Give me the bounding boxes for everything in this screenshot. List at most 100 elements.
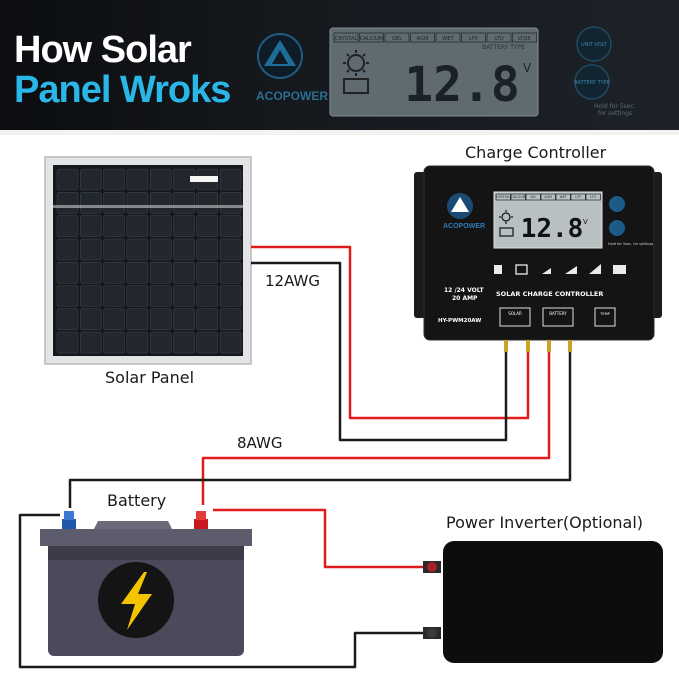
solar-cell [173,308,195,331]
solar-cell [56,238,79,261]
solar-cell [126,238,149,261]
solar-cell [149,168,172,191]
banner-lcd-reading: 12.8 [404,57,520,113]
solar-negative-wire [251,261,508,442]
banner-lcd-tag: LTO [494,36,503,42]
solar-cell [126,261,149,284]
controller-brand-text: ACOPOWER [443,223,485,230]
solar-panel [44,156,252,365]
solar-cell [80,285,102,307]
banner-battery-icon [343,78,369,94]
banner-lcd-tag: LTO5 [518,36,531,42]
banner-lcd-tag-box [486,32,512,43]
banner-hold-note-1: Hold for 5sec. [594,103,636,110]
solar-cell [80,331,102,354]
headline-line-2: Panel Wroks [14,69,231,111]
solar-cell [56,285,79,307]
solar-cell [56,331,79,354]
controller-temp-terminal-label: TEMP [599,312,609,316]
solar-cell [103,192,125,214]
solar-cell [103,168,125,191]
battery [40,511,252,656]
solar-cell [56,261,79,284]
banner-lcd-unit: V [523,61,532,75]
controller-status-icons [494,264,626,275]
solar-panel-label: Solar Panel [105,368,195,387]
controller-solar-terminal-label: SOLAR [508,311,522,316]
solar-cell [196,215,219,237]
controller-lcd-tag: CALCIUM [511,195,526,199]
solar-cell [56,215,79,237]
solar-cell [173,215,195,237]
wire-12awg-label: 12AWG [265,272,320,290]
solar-cell [56,308,79,331]
battery-negative-terminal [62,519,76,529]
controller-lcd-tag: LTO [590,195,596,199]
battery-negative-wire [68,348,572,508]
controller-lcd-tag: AGM [545,195,553,199]
controller-lcd-unit: V [583,218,588,226]
banner-type-button[interactable] [574,64,610,100]
controller-lcd-tag-box [585,193,601,201]
banner-volt-button[interactable] [576,26,612,62]
controller-lcd-tag-box [570,193,586,201]
solar-cell [219,192,242,214]
solar-cell [56,192,79,214]
inverter-positive-wire [213,508,440,569]
solar-cell [103,238,125,261]
controller-lcd-tag-box [525,193,541,201]
solar-cell [80,261,102,284]
solar-cell [196,285,219,307]
solar-cell [219,215,242,237]
banner-brand-logo [257,33,303,79]
solar-cell [126,215,149,237]
banner-lcd-tag: GEL [392,36,402,42]
controller-model: HY-PWM20AW [438,318,481,324]
banner-lcd-tag-box [410,32,435,43]
controller-lcd-tag: CRYSTAL [496,195,510,199]
solar-cell [126,308,149,331]
banner-lcd-tag-box [512,32,537,43]
banner-divider [0,130,679,135]
solar-cell [149,285,172,307]
solar-cell [103,331,125,354]
banner-lcd-tag: WET [442,36,454,42]
banner-brand-text: ACOPOWER [256,89,328,103]
solar-cell [173,285,195,307]
power-inverter-label: Power Inverter(Optional) [446,513,644,532]
controller-temp-terminal [594,307,616,327]
controller-lcd [493,191,603,249]
solar-cell [219,261,242,284]
solar-cell [219,331,242,354]
banner-lcd-tag-box [461,32,486,43]
controller-type-button[interactable] [609,220,625,236]
banner-lcd-caption: BATTERY TYPE [482,44,525,51]
wires [18,245,572,669]
solar-cell [196,261,219,284]
solar-cell [80,168,102,191]
controller-volt-button[interactable] [609,196,625,212]
solar-positive-wire [251,245,530,420]
solar-cell [219,168,242,191]
solar-cell [149,308,172,331]
banner-lcd [329,27,539,117]
solar-cell [149,215,172,237]
solar-cell [219,285,242,307]
solar-cell [149,261,172,284]
battery-positive-terminal [194,519,208,529]
controller-battery-terminal [542,307,574,327]
solar-cell [103,285,125,307]
controller-lcd-tag: WET [560,195,567,199]
banner-lcd-tag-box [435,32,461,43]
solar-cell [149,331,172,354]
controller-lcd-tag-box [510,193,526,201]
solar-cell [219,308,242,331]
controller-lcd-tag: GEL [530,195,536,199]
solar-cell [126,192,149,214]
solar-cell [173,261,195,284]
solar-cell [196,238,219,261]
solar-cell [56,168,79,191]
